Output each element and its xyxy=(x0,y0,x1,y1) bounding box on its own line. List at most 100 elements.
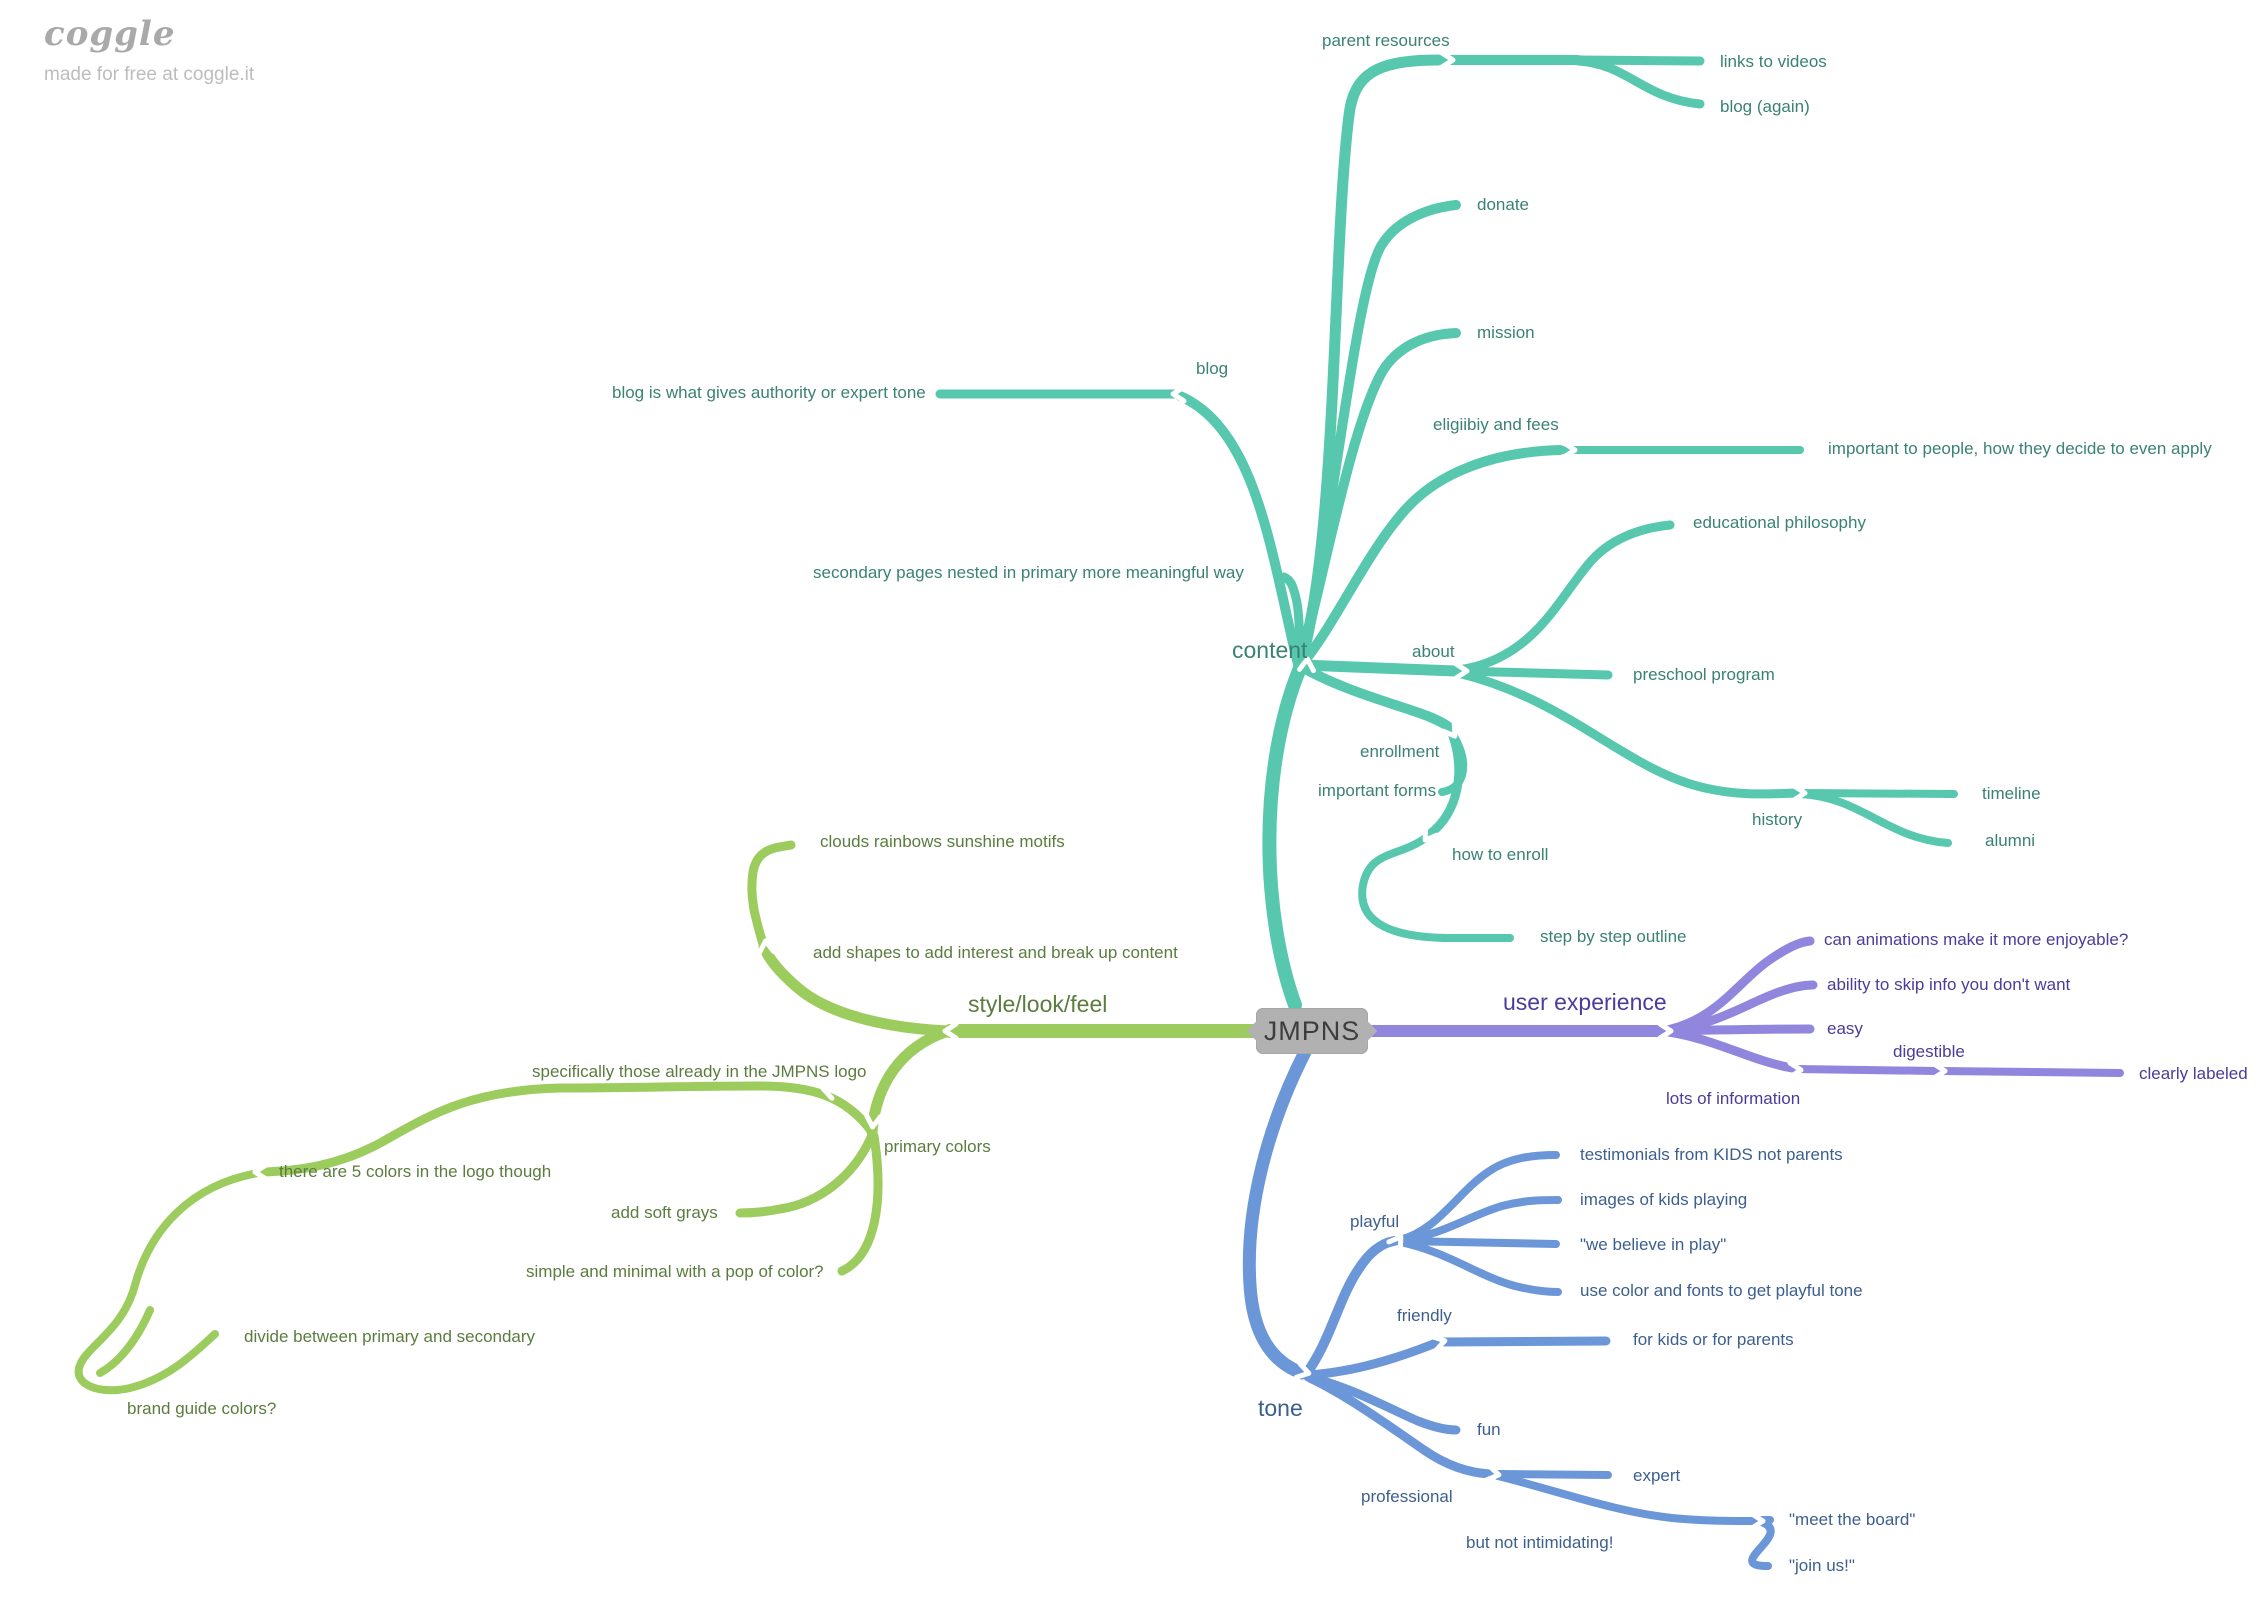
branch-images-kids xyxy=(1396,1196,1562,1244)
branch-can-animations xyxy=(1657,936,1815,1036)
branch-we-believe xyxy=(1396,1237,1560,1248)
branch-eligibility xyxy=(1297,445,1565,669)
node-clearly-labeled[interactable]: clearly labeled xyxy=(2139,1063,2248,1083)
node-about[interactable]: about xyxy=(1412,641,1455,661)
branch-playful-fonts xyxy=(1396,1238,1562,1296)
branch-about xyxy=(1296,659,1461,677)
node-playful-color-fonts[interactable]: use color and fonts to get playful tone xyxy=(1580,1280,1863,1300)
branch-lots-of-information xyxy=(1657,1026,1797,1073)
node-we-believe-in-play[interactable]: "we believe in play" xyxy=(1580,1234,1727,1254)
node-specifically-jmpns-logo[interactable]: specifically those already in the JMPNS … xyxy=(532,1061,867,1081)
node-skip-info[interactable]: ability to skip info you don't want xyxy=(1827,974,2071,994)
branch-timeline xyxy=(1796,789,1958,798)
branch-expert xyxy=(1494,1470,1612,1479)
node-parent-resources[interactable]: parent resources xyxy=(1322,30,1450,50)
branch-add-soft-grays xyxy=(735,1130,877,1218)
branch-enrollment xyxy=(1295,661,1457,736)
branch-how-to-enroll xyxy=(1425,728,1464,839)
node-brand-guide-colors[interactable]: brand guide colors? xyxy=(127,1398,277,1418)
node-easy[interactable]: easy xyxy=(1827,1018,1863,1038)
node-step-by-step[interactable]: step by step outline xyxy=(1540,926,1687,946)
branch-specifically-five-colors xyxy=(257,1081,877,1177)
node-secondary-pages[interactable]: secondary pages nested in primary more m… xyxy=(813,562,1244,582)
branch-blog-again xyxy=(1573,56,1705,109)
node-add-soft-grays[interactable]: add soft grays xyxy=(611,1202,718,1222)
branch-educational-philosophy xyxy=(1453,520,1675,675)
coggle-logo: coggle xyxy=(44,14,176,54)
node-eligibility-fees[interactable]: eligiibiy and fees xyxy=(1433,414,1559,434)
node-links-to-videos[interactable]: links to videos xyxy=(1720,51,1827,71)
branch-history xyxy=(1453,668,1801,799)
node-history[interactable]: history xyxy=(1752,809,1803,829)
branch-content-paths[interactable] xyxy=(935,54,1958,1012)
branch-friendly xyxy=(1303,1338,1441,1380)
node-clouds-rainbows[interactable]: clouds rainbows sunshine motifs xyxy=(820,831,1065,851)
node-important-forms[interactable]: important forms xyxy=(1318,780,1437,800)
node-blog-again[interactable]: blog (again) xyxy=(1720,96,1810,116)
node-style-look-feel[interactable]: style/look/feel xyxy=(968,991,1108,1018)
node-divide-primary-secondary[interactable]: divide between primary and secondary xyxy=(244,1326,536,1346)
node-testimonials-kids[interactable]: testimonials from KIDS not parents xyxy=(1580,1144,1843,1164)
branch-simple-minimal xyxy=(837,1131,883,1276)
branch-ux-paths[interactable] xyxy=(1362,936,2124,1077)
node-primary-colors[interactable]: primary colors xyxy=(884,1136,991,1156)
coggle-watermark: coggle made for free at coggle.it xyxy=(44,14,254,86)
branch-tone-paths[interactable] xyxy=(1242,1045,1775,1570)
node-how-to-enroll[interactable]: how to enroll xyxy=(1452,844,1549,864)
node-professional[interactable]: professional xyxy=(1361,1486,1453,1506)
node-blog[interactable]: blog xyxy=(1196,358,1229,378)
node-add-shapes[interactable]: add shapes to add interest and break up … xyxy=(813,942,1178,962)
node-meet-the-board[interactable]: "meet the board" xyxy=(1789,1509,1916,1529)
branch-step-by-step xyxy=(1358,833,1514,942)
branch-playful xyxy=(1301,1236,1399,1379)
branch-preschool-program xyxy=(1453,666,1613,680)
branch-donate xyxy=(1295,200,1461,670)
node-user-experience[interactable]: user experience xyxy=(1503,989,1667,1016)
coggle-tagline: made for free at coggle.it xyxy=(44,64,255,85)
node-educational-philosophy[interactable]: educational philosophy xyxy=(1693,512,1866,532)
branch-blog xyxy=(1175,391,1303,669)
branch-testimonials xyxy=(1396,1151,1560,1244)
branch-brand-guide xyxy=(96,1306,154,1377)
branch-alumni xyxy=(1796,790,1952,847)
node-expert[interactable]: expert xyxy=(1633,1465,1681,1485)
node-join-us[interactable]: "join us!" xyxy=(1789,1555,1855,1575)
node-kids-or-parents[interactable]: for kids or for parents xyxy=(1633,1329,1794,1349)
node-content[interactable]: content xyxy=(1232,637,1308,664)
node-tone[interactable]: tone xyxy=(1258,1395,1303,1422)
branch-kids-or-parents xyxy=(1435,1336,1611,1347)
branch-not-intimidating xyxy=(1494,1472,1758,1525)
node-can-animations[interactable]: can animations make it more enjoyable? xyxy=(1824,929,2129,949)
branch-primary-colors xyxy=(866,1025,954,1138)
node-friendly[interactable]: friendly xyxy=(1397,1305,1452,1325)
node-donate[interactable]: donate xyxy=(1477,194,1529,214)
node-timeline[interactable]: timeline xyxy=(1982,783,2041,803)
branch-style-paths[interactable] xyxy=(74,840,1263,1395)
node-important-to-people[interactable]: important to people, how they decide to … xyxy=(1828,438,2212,458)
node-blog-authority[interactable]: blog is what gives authority or expert t… xyxy=(612,382,926,402)
node-playful[interactable]: playful xyxy=(1350,1211,1400,1231)
branch-divide-loop xyxy=(74,1169,262,1395)
branch-skip-info xyxy=(1657,980,1818,1036)
node-lots-of-information[interactable]: lots of information xyxy=(1666,1088,1801,1108)
node-enrollment[interactable]: enrollment xyxy=(1360,741,1440,761)
node-mission[interactable]: mission xyxy=(1477,322,1535,342)
node-fun[interactable]: fun xyxy=(1477,1419,1501,1439)
branch-clouds-rainbows xyxy=(747,840,796,949)
branch-tone-trunk xyxy=(1242,1045,1312,1380)
node-not-intimidating[interactable]: but not intimidating! xyxy=(1466,1532,1614,1552)
branch-digestible xyxy=(1792,1065,1940,1075)
node-preschool-program[interactable]: preschool program xyxy=(1633,664,1775,684)
node-alumni[interactable]: alumni xyxy=(1985,830,2036,850)
node-digestible[interactable]: digestible xyxy=(1893,1041,1965,1061)
branch-content-trunk xyxy=(1262,661,1307,1012)
node-five-colors[interactable]: there are 5 colors in the logo though xyxy=(279,1161,552,1181)
branch-professional xyxy=(1305,1373,1495,1479)
node-simple-minimal[interactable]: simple and minimal with a pop of color? xyxy=(526,1261,824,1281)
node-images-kids-playing[interactable]: images of kids playing xyxy=(1580,1189,1748,1209)
branch-join-us xyxy=(1748,1517,1775,1570)
branch-add-shapes xyxy=(758,941,954,1037)
root-node-jmpns[interactable]: JMPNS xyxy=(1256,1008,1368,1054)
